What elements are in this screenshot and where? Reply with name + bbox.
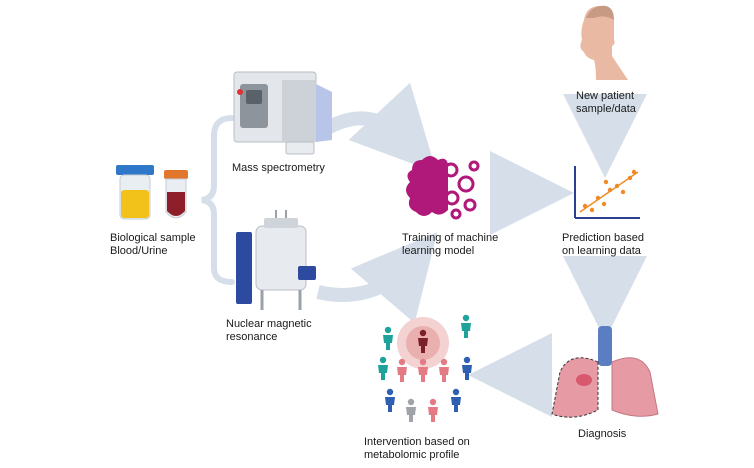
- nmr-magnet-icon: [236, 210, 316, 310]
- new-patient-label: New patient sample/data: [576, 90, 636, 116]
- intervention-line-1: Intervention based on: [364, 436, 470, 448]
- person-icon: [418, 329, 428, 353]
- person-icon: [383, 326, 393, 350]
- person-icon: [418, 358, 428, 382]
- nmr-line-2: resonance: [226, 331, 278, 343]
- person-icon: [439, 358, 449, 382]
- population-icon: [378, 314, 472, 422]
- nmr-line-1: Nuclear magnetic: [226, 318, 312, 330]
- person-icon: [451, 388, 461, 412]
- diagnosis-label: Diagnosis: [578, 428, 627, 440]
- biological-sample-line-1: Biological sample: [110, 232, 196, 244]
- lungs-icon: [551, 326, 659, 418]
- biological-sample-label: Biological sample Blood/Urine: [110, 232, 196, 258]
- intervention-label: Intervention based on metabolomic profil…: [364, 436, 470, 462]
- person-icon: [378, 356, 388, 380]
- person-icon: [397, 358, 407, 382]
- training-line-2: learning model: [402, 245, 475, 257]
- prediction-line-1: Prediction based: [562, 232, 644, 244]
- training-label: Training of machine learning model: [402, 232, 498, 258]
- patient-head-icon: [580, 5, 628, 80]
- new-patient-line-1: New patient: [576, 90, 635, 102]
- brain-gears-icon: [406, 156, 480, 220]
- intervention-line-2: metabolomic profile: [364, 449, 460, 461]
- biological-sample-line-2: Blood/Urine: [110, 245, 168, 257]
- grouping-brace-icon: [201, 115, 235, 285]
- scatter-plot-icon: [574, 166, 640, 219]
- nmr-label: Nuclear magnetic resonance: [226, 318, 312, 344]
- training-line-1: Training of machine: [402, 232, 499, 244]
- new-patient-line-2: sample/data: [576, 103, 636, 115]
- prediction-line-2: on learning data: [562, 245, 641, 257]
- mass-spectrometry-label: Mass spectrometry: [232, 162, 325, 174]
- person-icon: [462, 356, 472, 380]
- person-icon: [428, 398, 438, 422]
- mass-spectrometer-icon: [233, 71, 332, 155]
- arrow-nmr-to-model: [316, 232, 438, 324]
- prediction-label: Prediction based on learning data: [562, 232, 644, 258]
- person-icon: [406, 398, 416, 422]
- person-icon: [461, 314, 471, 338]
- sample-containers-icon: [116, 165, 188, 220]
- person-icon: [385, 388, 395, 412]
